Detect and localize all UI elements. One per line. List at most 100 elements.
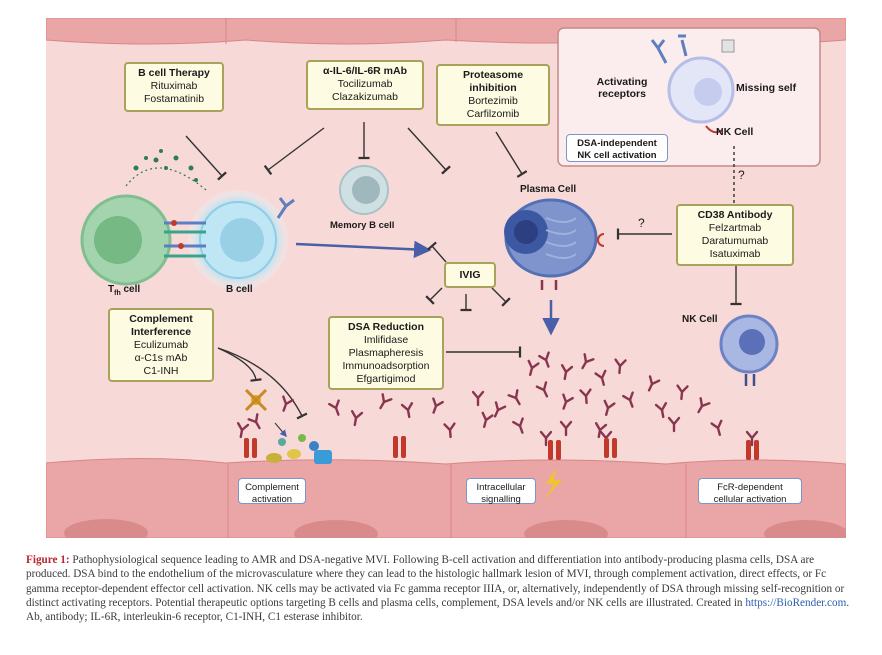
missing-self-label: Missing self <box>736 82 797 94</box>
tfh-suffix: cell <box>120 284 141 295</box>
bcr-icon <box>276 197 295 219</box>
label-line: Intracellular <box>476 482 526 493</box>
tfh-subscript: fh <box>114 290 121 297</box>
dsa-antibodies <box>236 351 759 447</box>
activating-receptor-icon <box>650 39 668 64</box>
label-line: Complement <box>245 482 299 493</box>
drug-name: Daratumumab <box>701 235 769 247</box>
caption-text: Pathophysiological sequence leading to A… <box>26 554 845 609</box>
antibody-icon <box>676 384 689 401</box>
activating-receptors-label: Activating receptors <box>596 76 648 100</box>
drug-name: Plasmapheresis <box>348 347 424 359</box>
antibody-icon <box>745 430 759 447</box>
plasma-cell-label: Plasma Cell <box>520 184 577 195</box>
box-title: DSA Reduction <box>347 321 425 333</box>
tfh-b-synapse <box>80 149 295 290</box>
antibody-icon <box>562 393 574 410</box>
antibody-icon <box>247 413 261 430</box>
antibody-icon <box>443 422 456 439</box>
mhc-receptor-icon <box>721 39 735 53</box>
antibody-icon <box>594 369 607 386</box>
inhibition-lines <box>185 122 742 420</box>
dsa-independent-line: NK cell activation <box>577 150 657 161</box>
dsa-reduction-box: DSA Reduction Imlifidase Plasmapheresis … <box>328 316 444 390</box>
drug-name: Isatuximab <box>709 248 761 260</box>
cd38-box: CD38 Antibody Felzartmab Daratumumab Isa… <box>676 204 794 266</box>
antibody-icon <box>697 397 711 414</box>
antibody-icon <box>481 411 494 428</box>
drug-name: Clazakizumab <box>332 91 398 103</box>
tfh-letter: T <box>108 284 115 295</box>
tfh-nucleus <box>94 216 142 264</box>
dsa-independent-box: DSA-independent NK cell activation <box>566 134 668 162</box>
drug-name: Immunoadsorption <box>342 360 430 372</box>
antibody-icon <box>654 402 668 419</box>
complement-molecules <box>244 388 332 464</box>
caption-text-end: . Ab, antibody; IL-6R, interleukin-6 rec… <box>26 596 850 624</box>
fcr-activation-box: FcR-dependent cellular activation <box>698 478 802 505</box>
drug-name: Tocilizumab <box>337 78 393 90</box>
b-cell-nucleus <box>220 218 264 262</box>
question-mark-nk: ? <box>738 168 745 182</box>
box-title: CD38 Antibody <box>697 209 773 221</box>
plasma-cell <box>504 198 605 290</box>
nk-cell-upper-nucleus <box>694 78 722 106</box>
drug-name: Felzartmab <box>708 222 762 234</box>
drug-name: Eculizumab <box>133 339 189 351</box>
label-line: FcR-dependent <box>717 482 783 493</box>
cd38-receptor-icon <box>597 233 605 247</box>
box-title: α-IL-6/IL-6R mAb <box>322 65 408 77</box>
differentiation-arrow <box>295 240 432 259</box>
drug-name: Carfilzomib <box>466 108 520 120</box>
box-title: Complement Interference <box>129 313 193 338</box>
antibody-icon <box>647 375 661 392</box>
drug-name: Fostamatinib <box>143 93 205 105</box>
antibody-icon <box>581 353 595 370</box>
antibody-icon <box>539 430 553 447</box>
antibody-icon <box>710 419 723 436</box>
drug-name: Efgartigimod <box>356 373 416 385</box>
complement-box: Complement Interference Eculizumab α-C1s… <box>108 308 214 382</box>
caption-label: Figure 1: <box>26 554 70 566</box>
question-mark-plasma: ? <box>638 216 645 230</box>
box-title: IVIG <box>459 269 481 281</box>
antibody-icon <box>594 422 608 439</box>
receptor-icon <box>705 125 723 134</box>
antibody-icon <box>667 416 681 433</box>
antibody-icon <box>236 422 250 439</box>
memory-b-cell-label: Memory B cell <box>330 220 395 231</box>
label-line: activation <box>251 494 293 505</box>
antibody-icon <box>400 402 414 419</box>
dsa-independent-line: DSA-independent <box>577 138 657 149</box>
drug-name: Imlifidase <box>363 334 409 346</box>
antibody-icon <box>507 389 521 406</box>
hla-receptors <box>244 436 759 460</box>
antibody-icon <box>282 395 294 412</box>
proteasome-box: Proteasome inhibition Bortezimib Carfilz… <box>436 64 550 126</box>
antibody-icon <box>560 364 574 381</box>
antibody-icon <box>328 399 340 416</box>
label-line: cellular activation <box>713 494 787 505</box>
antibody-icon <box>512 417 524 434</box>
il6-box: α-IL-6/IL-6R mAb Tocilizumab Clazakizuma… <box>306 60 424 110</box>
nk-panel <box>557 27 821 167</box>
antibody-icon <box>535 381 549 398</box>
antibody-icon <box>527 359 540 376</box>
drug-name: Rituximab <box>150 80 198 92</box>
drug-name: Bortezimib <box>468 95 518 107</box>
activating-receptor-icon <box>678 34 688 57</box>
antibody-icon <box>559 420 573 437</box>
box-title: Proteasome inhibition <box>462 69 524 94</box>
antibody-icon <box>603 399 616 416</box>
b-cell-label: B cell <box>226 284 253 295</box>
antibody-icon <box>614 358 627 375</box>
tfh-cell-label: Tfh cell <box>108 284 140 297</box>
figure-caption: Figure 1: Pathophysiological sequence le… <box>26 553 858 624</box>
antibody-icon <box>538 351 550 368</box>
biorender-link[interactable]: https://BioRender.com <box>745 596 847 609</box>
nk-cell-lower-label: NK Cell <box>682 314 718 325</box>
antibody-icon <box>622 391 634 408</box>
box-title: B cell Therapy <box>138 67 210 79</box>
intracellular-signalling-box: Intracellular signalling <box>466 478 536 505</box>
ivig-box: IVIG <box>444 262 496 288</box>
